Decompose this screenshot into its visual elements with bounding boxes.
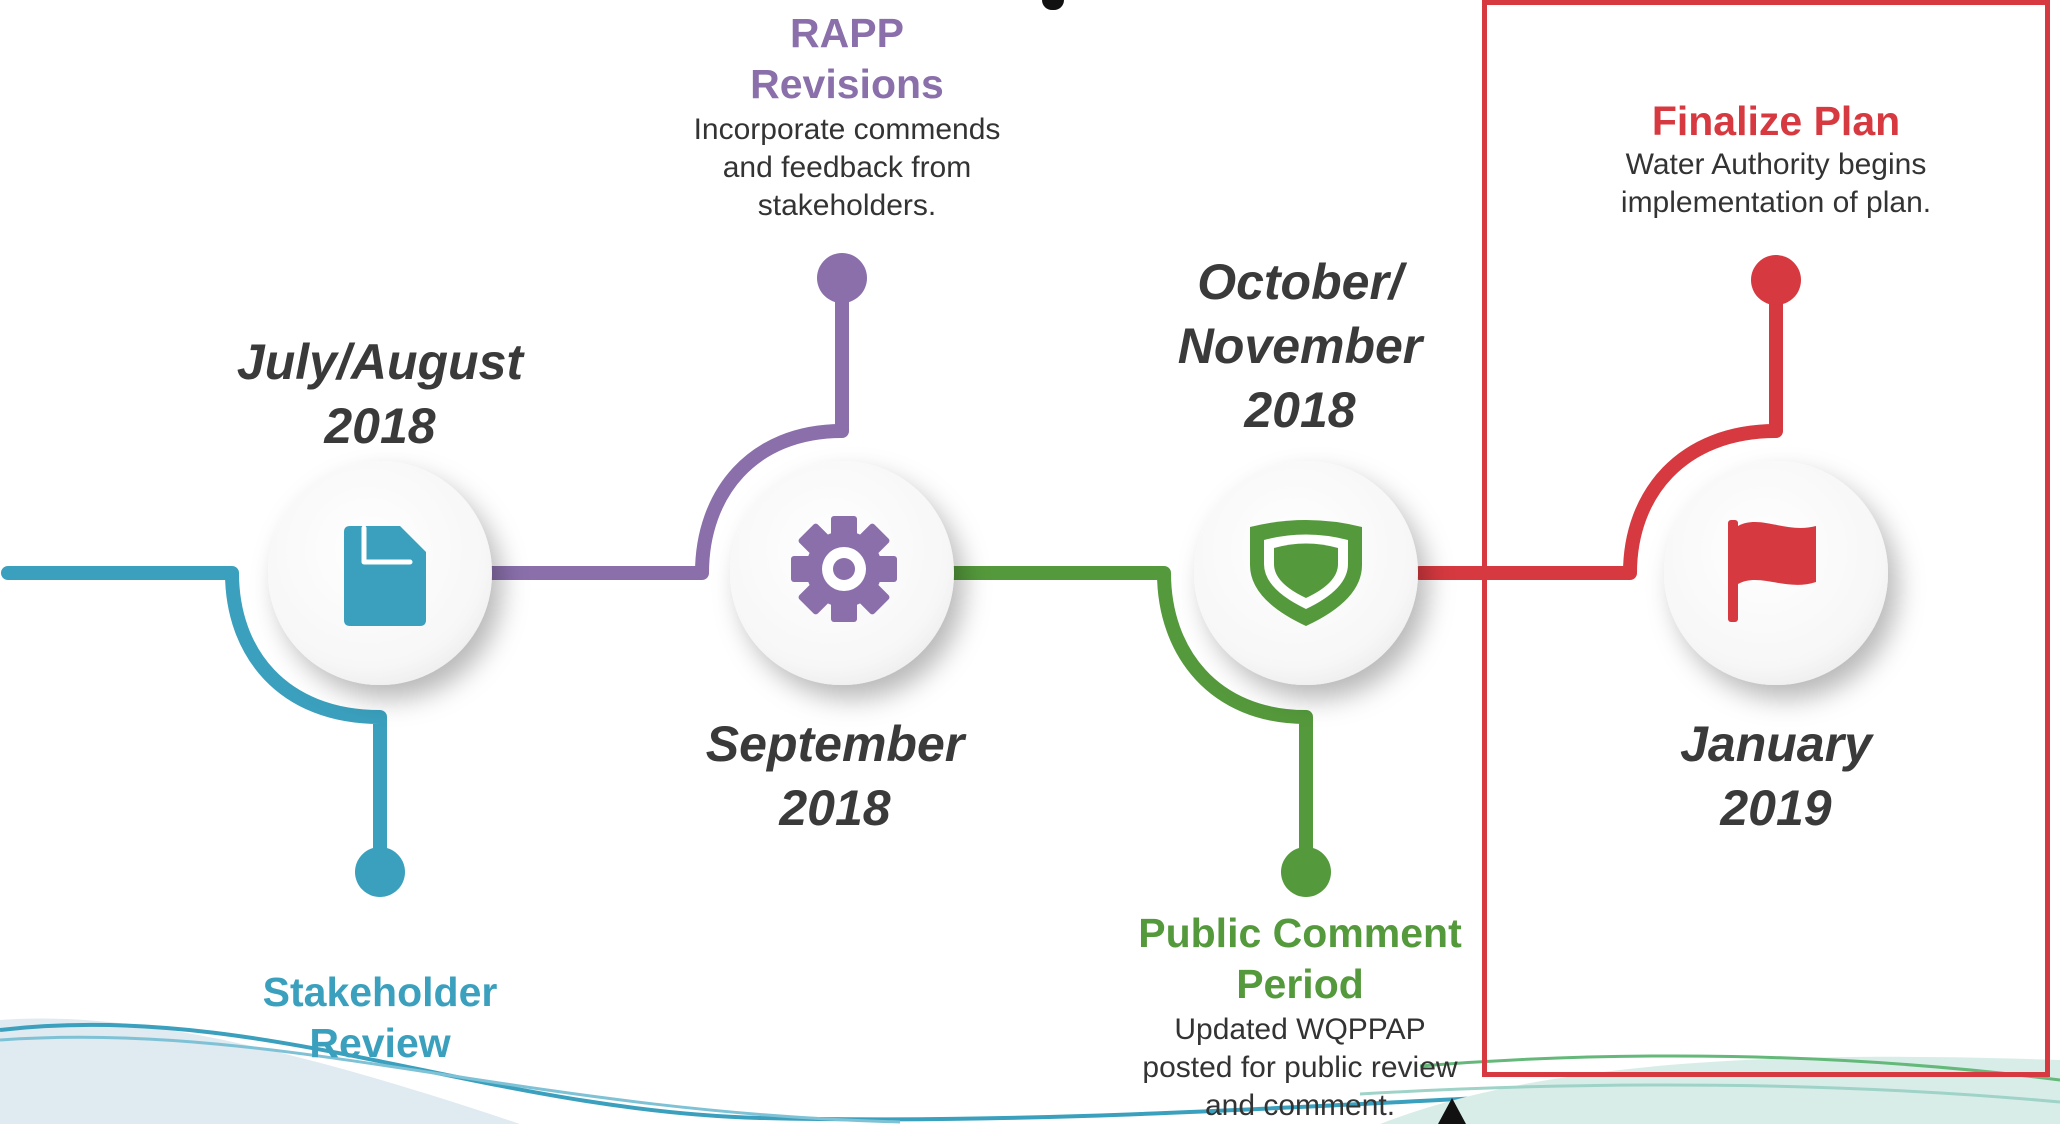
stage-desc-finalize-plan: Water Authority begins implementation of…: [1620, 148, 1932, 219]
green-connector: [943, 566, 1313, 877]
date-january-2019: January 2019: [1680, 716, 1872, 836]
mountain-logo-icon: [1438, 1098, 1466, 1124]
stage-title-finalize-plan: Finalize Plan: [1651, 98, 1901, 144]
document-icon: [344, 525, 426, 626]
stage-desc-public-comment-period: Updated WQPPAP posted for public review …: [1142, 1013, 1458, 1122]
stage-desc-rapp-revisions: Incorporate commends and feedback from s…: [693, 113, 1001, 222]
gear-icon: [791, 516, 897, 622]
purple-endpoint-dot: [817, 253, 867, 303]
stage-title-rapp-revisions: RAPP Revisions: [750, 10, 944, 107]
finalize-plan-highlight-box: [1482, 0, 2050, 1077]
blue-endpoint-dot: [355, 847, 405, 897]
purple-connector: [473, 273, 849, 580]
date-september-2018: September 2018: [705, 716, 965, 836]
red-endpoint-dot: [1751, 255, 1801, 305]
shield-icon: [1250, 520, 1362, 626]
blue-connector: [1, 566, 387, 877]
green-endpoint-dot: [1281, 847, 1331, 897]
date-july-august-2018: July/August 2018: [236, 334, 524, 454]
stage-title-stakeholder-review: Stakeholder Review: [262, 969, 498, 1066]
stage-title-public-comment-period: Public Comment Period: [1138, 910, 1462, 1007]
title-fragment-mark: [1042, 0, 1064, 10]
red-connector: [1413, 275, 1783, 580]
flag-icon: [1728, 520, 1816, 622]
date-october-november-2018: October/ November 2018: [1177, 254, 1423, 438]
